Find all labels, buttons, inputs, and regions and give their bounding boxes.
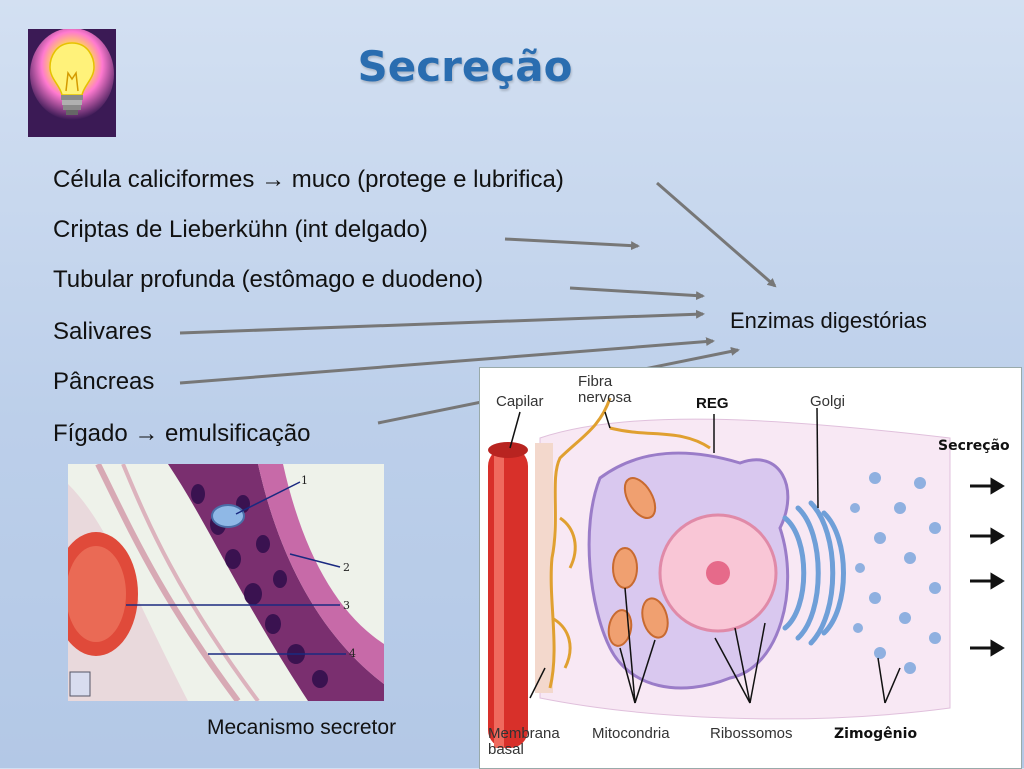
bullet-salivares: Salivares (53, 318, 152, 345)
micrograph-caption: Mecanismo secretor (207, 716, 397, 739)
light-bulb-icon (28, 29, 116, 137)
arrow-pancreas (179, 337, 715, 385)
micrograph-image: 1 2 3 4 (68, 464, 384, 701)
label-membrana-basal: Membrana basal (488, 725, 560, 758)
enzimas-label: Enzimas digestórias (730, 308, 927, 333)
micrograph-label-4: 4 (349, 647, 356, 660)
label-capilar: Capilar (496, 393, 544, 410)
arrow-salivares (179, 309, 705, 335)
arrow-tubular (569, 286, 705, 301)
label-fibra-nervosa: Fibra nervosa (578, 373, 632, 406)
label-zimogenio: Zimogênio (834, 726, 918, 742)
label-reg: REG (696, 395, 729, 412)
secretory-cell-diagram: Capilar Fibra nervosa REG Golgi Secreção… (479, 367, 1022, 769)
arrow-criptas (504, 237, 640, 251)
bullet-caliciformes: Célula caliciformes → muco (protege e lu… (53, 166, 564, 193)
bullet-pancreas: Pâncreas (53, 368, 155, 395)
bullet-figado: Fígado → emulsificação (53, 420, 311, 447)
label-mitocondria: Mitocondria (592, 725, 670, 742)
arrow-caliciformes (656, 181, 777, 288)
micrograph-label-1: 1 (301, 474, 308, 487)
label-golgi: Golgi (810, 393, 846, 410)
label-secrecao: Secreção (938, 438, 1010, 454)
slide-title: Secreção (357, 42, 573, 91)
label-ribossomos: Ribossomos (710, 725, 793, 742)
bullet-criptas: Criptas de Lieberkühn (int delgado) (53, 216, 428, 243)
micrograph-label-3: 3 (343, 599, 350, 612)
micrograph-label-2: 2 (343, 561, 350, 574)
bullet-tubular: Tubular profunda (estômago e duodeno) (53, 266, 484, 293)
